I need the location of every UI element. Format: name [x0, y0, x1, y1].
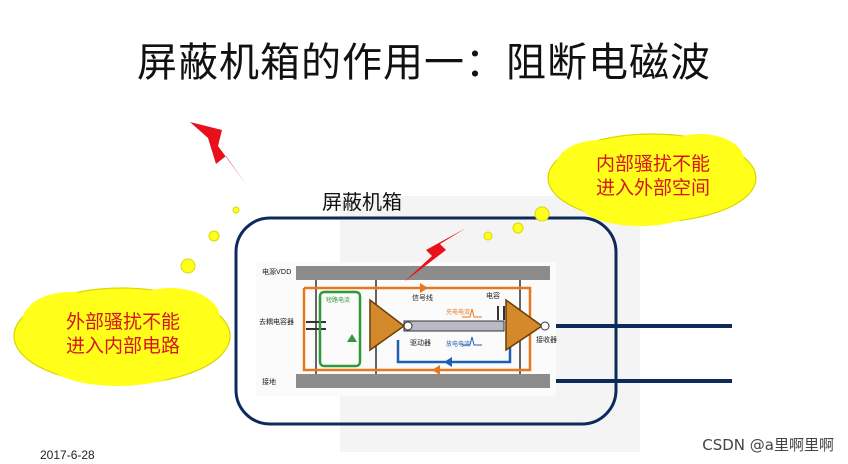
decap-label: 去耦电容器: [259, 317, 294, 326]
signal-line-label: 信号线: [412, 293, 433, 302]
lightning-bolt-icon: [190, 122, 246, 184]
thought-bubble-dot: [534, 206, 550, 222]
short-current-label: 短路电流: [326, 296, 350, 304]
charge-current-label: 充电电流: [446, 308, 470, 316]
shield-box: [234, 216, 618, 426]
cloud-right-line2: 进入外部空间: [595, 177, 710, 199]
page-title: 屏蔽机箱的作用一：阻断电磁波: [137, 40, 711, 86]
gnd-rail: [296, 374, 550, 388]
receiver-amplifier: [505, 298, 544, 352]
charge-arrow-top: [420, 283, 428, 293]
cloud-right-lobe: [580, 182, 700, 226]
cloud-right-line1: 内部骚扰不能: [595, 153, 710, 175]
cloud-left-line2: 进入内部电路: [65, 335, 180, 357]
cloud-right-lobe: [556, 140, 644, 192]
csdn-watermark: CSDN @a里啊里啊: [702, 436, 834, 454]
thought-bubble-dot: [232, 206, 240, 214]
driver-output-node: [403, 321, 413, 331]
cloud-left-line1: 外部骚扰不能: [65, 311, 180, 333]
driver-label: 驱动器: [410, 338, 431, 347]
receiver-input-node: [540, 321, 550, 331]
lightning-bolt-icon: [404, 228, 466, 282]
discharge-loop: [396, 340, 512, 364]
gnd-label: 接地: [262, 377, 276, 386]
thought-bubble-dot: [512, 222, 524, 234]
discharge-current-label: 放电电流: [446, 340, 470, 348]
signal-line: [403, 320, 505, 332]
driver-amplifier: [369, 298, 406, 352]
discharge-wave-icon: [462, 336, 482, 346]
vdd-rail: [296, 266, 550, 280]
charge-loop: [302, 286, 532, 372]
cloud-right-text: 内部骚扰不能 进入外部空间: [585, 152, 721, 200]
cloud-left-lobe: [48, 338, 188, 386]
shield-box-label: 屏蔽机箱: [322, 190, 402, 214]
discharge-arrow: [444, 357, 452, 367]
charge-arrow-bottom: [432, 365, 440, 375]
cloud-right-lobe: [656, 134, 744, 186]
cloud-left-lobe: [22, 292, 118, 352]
charge-wave-icon: [462, 308, 482, 318]
thought-bubble-dot: [180, 258, 196, 274]
slide-date: 2017-6-28: [40, 448, 95, 462]
receiver-label: 接收器: [536, 335, 557, 344]
cloud-left-lobe: [120, 288, 220, 348]
cloud-left-text: 外部骚扰不能 进入内部电路: [50, 310, 196, 358]
thought-bubble-dot: [208, 230, 220, 242]
capacitor-label: 电容: [486, 291, 500, 300]
vdd-label: 电源VDD: [262, 267, 292, 276]
short-current-arrow: [347, 334, 357, 342]
short-current-loop: [318, 290, 362, 368]
thought-bubble-dot: [483, 231, 493, 241]
